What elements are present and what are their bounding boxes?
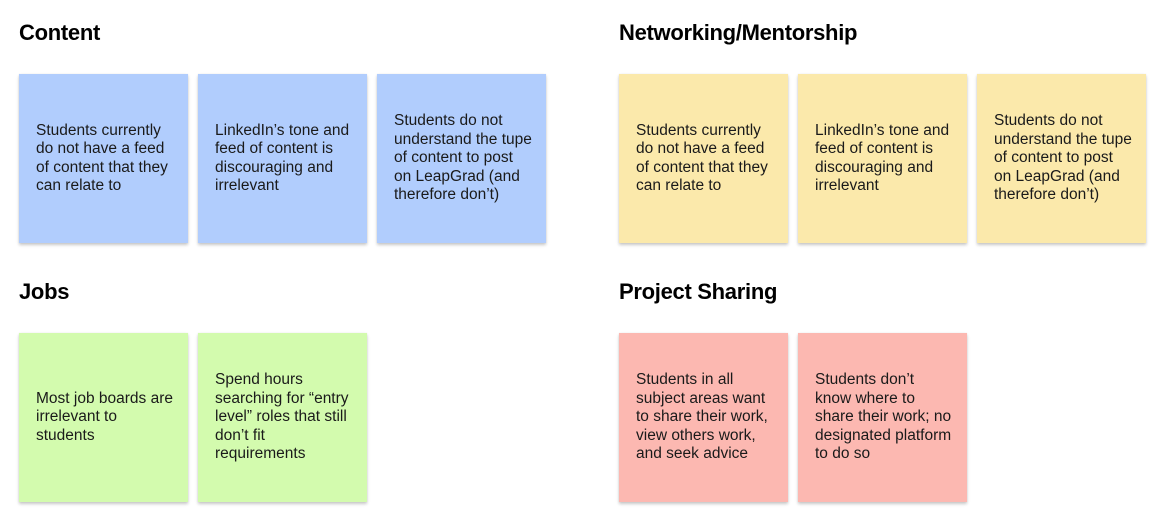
sticky-note-text: Students currently do not have a feed of…: [636, 121, 768, 195]
sticky-note-content-1[interactable]: Students currently do not have a feed of…: [19, 74, 188, 243]
section-title-jobs: Jobs: [19, 279, 70, 304]
sticky-note-text: Students do not understand the tupe of c…: [394, 112, 532, 204]
section-title-project-sharing: Project Sharing: [619, 279, 778, 304]
sticky-note-project-sharing-1[interactable]: Students in all subject areas want to sh…: [619, 333, 788, 502]
sticky-note-text: Spend hours searching for “entry level” …: [215, 371, 349, 463]
sticky-note-text: Students currently do not have a feed of…: [36, 121, 168, 195]
sticky-note-networking-3[interactable]: Students do not understand the tupe of c…: [977, 74, 1146, 243]
sticky-note-networking-2[interactable]: LinkedIn’s tone and feed of content is d…: [798, 74, 967, 243]
sticky-note-jobs-1[interactable]: Most job boards are irrelevant to studen…: [19, 333, 188, 502]
sticky-note-content-2[interactable]: LinkedIn’s tone and feed of content is d…: [198, 74, 367, 243]
sticky-note-text: Students in all subject areas want to sh…: [636, 371, 768, 463]
sticky-note-text: Students do not understand the tupe of c…: [994, 112, 1132, 204]
sticky-note-text: LinkedIn’s tone and feed of content is d…: [215, 121, 350, 195]
sticky-note-content-3[interactable]: Students do not understand the tupe of c…: [377, 74, 546, 243]
section-title-content: Content: [19, 20, 100, 45]
sticky-note-text: Most job boards are irrelevant to studen…: [36, 389, 173, 444]
sticky-note-text: Students don’t know where to share their…: [815, 371, 952, 463]
sticky-note-project-sharing-2[interactable]: Students don’t know where to share their…: [798, 333, 967, 502]
sticky-note-text: LinkedIn’s tone and feed of content is d…: [815, 121, 950, 195]
sticky-note-jobs-2[interactable]: Spend hours searching for “entry level” …: [198, 333, 367, 502]
section-title-networking: Networking/Mentorship: [619, 20, 858, 45]
sticky-note-networking-1[interactable]: Students currently do not have a feed of…: [619, 74, 788, 243]
